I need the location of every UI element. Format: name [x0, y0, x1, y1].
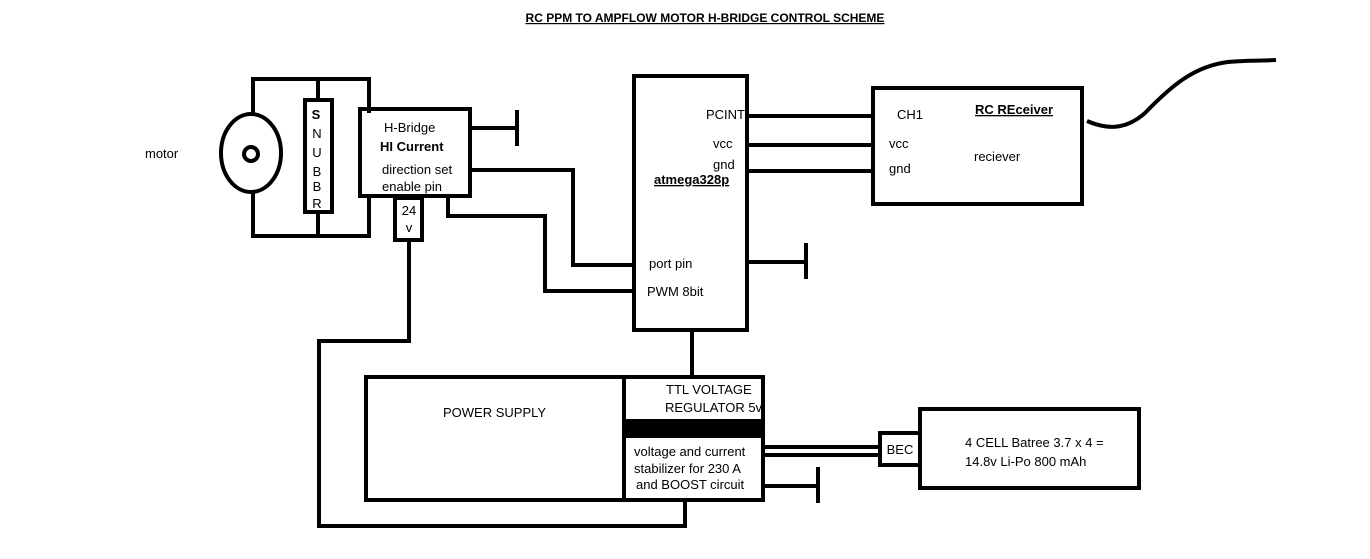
wire-24v-supply	[317, 240, 687, 528]
mcu-pin-vcc: vcc	[713, 136, 733, 151]
hbridge-label-3: direction set	[382, 162, 452, 177]
stabilizer-label-2: stabilizer for 230 A	[634, 461, 741, 476]
receiver-pin-vcc: vcc	[889, 136, 909, 151]
mcu-pin-portpin: port pin	[649, 256, 692, 271]
mcu-pin-pcint: PCINT	[706, 107, 745, 122]
motor-wire-bottom	[251, 193, 371, 238]
mcu-pin-pwm: PWM 8bit	[647, 284, 704, 299]
power-supply-box	[364, 375, 765, 502]
motor-label: motor	[145, 146, 179, 161]
motor-symbol	[219, 112, 283, 194]
receiver-subtitle: reciever	[974, 149, 1021, 164]
wire-direction-to-portpin	[470, 168, 634, 267]
stabilizer-label-1: voltage and current	[634, 444, 746, 459]
receiver-antenna	[1086, 58, 1277, 129]
hbridge-label-2: HI Current	[380, 139, 444, 154]
receiver-pin-ch1: CH1	[897, 107, 923, 122]
snubber-box	[303, 98, 334, 214]
receiver-box	[871, 86, 1084, 206]
hbridge-24v-label-top: 24	[402, 203, 416, 218]
battery-label-2: 14.8v Li-Po 800 mAh	[965, 454, 1086, 469]
motor-wire-top	[251, 77, 371, 114]
snubber-letter-3: U	[312, 145, 321, 160]
snubber-letter-5: B	[313, 179, 322, 194]
bec-label: BEC	[887, 442, 914, 457]
regulator-label-1: TTL VOLTAGE	[666, 382, 752, 397]
mcu-pin-gnd: gnd	[713, 157, 735, 172]
snubber-letter-6: R	[312, 196, 321, 211]
motor-shaft	[242, 145, 260, 163]
receiver-pin-gnd: gnd	[889, 161, 911, 176]
snubber-letter-2: N	[312, 126, 321, 141]
stabilizer-label-3: and BOOST circuit	[636, 477, 745, 492]
snubber-letter-1: S	[312, 107, 321, 122]
regulator-separator-bar	[624, 419, 763, 438]
motor-assembly	[219, 77, 371, 238]
diagram-title: RC PPM TO AMPFLOW MOTOR H-BRIDGE CONTROL…	[526, 11, 885, 25]
power-supply-label: POWER SUPPLY	[443, 405, 546, 420]
hbridge-24v-label-bottom: v	[406, 220, 413, 235]
hbridge-label-4: enable pin	[382, 179, 442, 194]
hbridge-label-1: H-Bridge	[384, 120, 435, 135]
wire-enable-to-pwm	[446, 198, 634, 293]
battery-label-1: 4 CELL Batree 3.7 x 4 =	[965, 435, 1104, 450]
receiver-title: RC REceiver	[975, 102, 1053, 117]
mcu-name: atmega328p	[654, 172, 729, 187]
battery-box	[918, 407, 1141, 490]
regulator-label-2: REGULATOR 5v	[665, 400, 763, 415]
snubber-letter-4: B	[313, 164, 322, 179]
